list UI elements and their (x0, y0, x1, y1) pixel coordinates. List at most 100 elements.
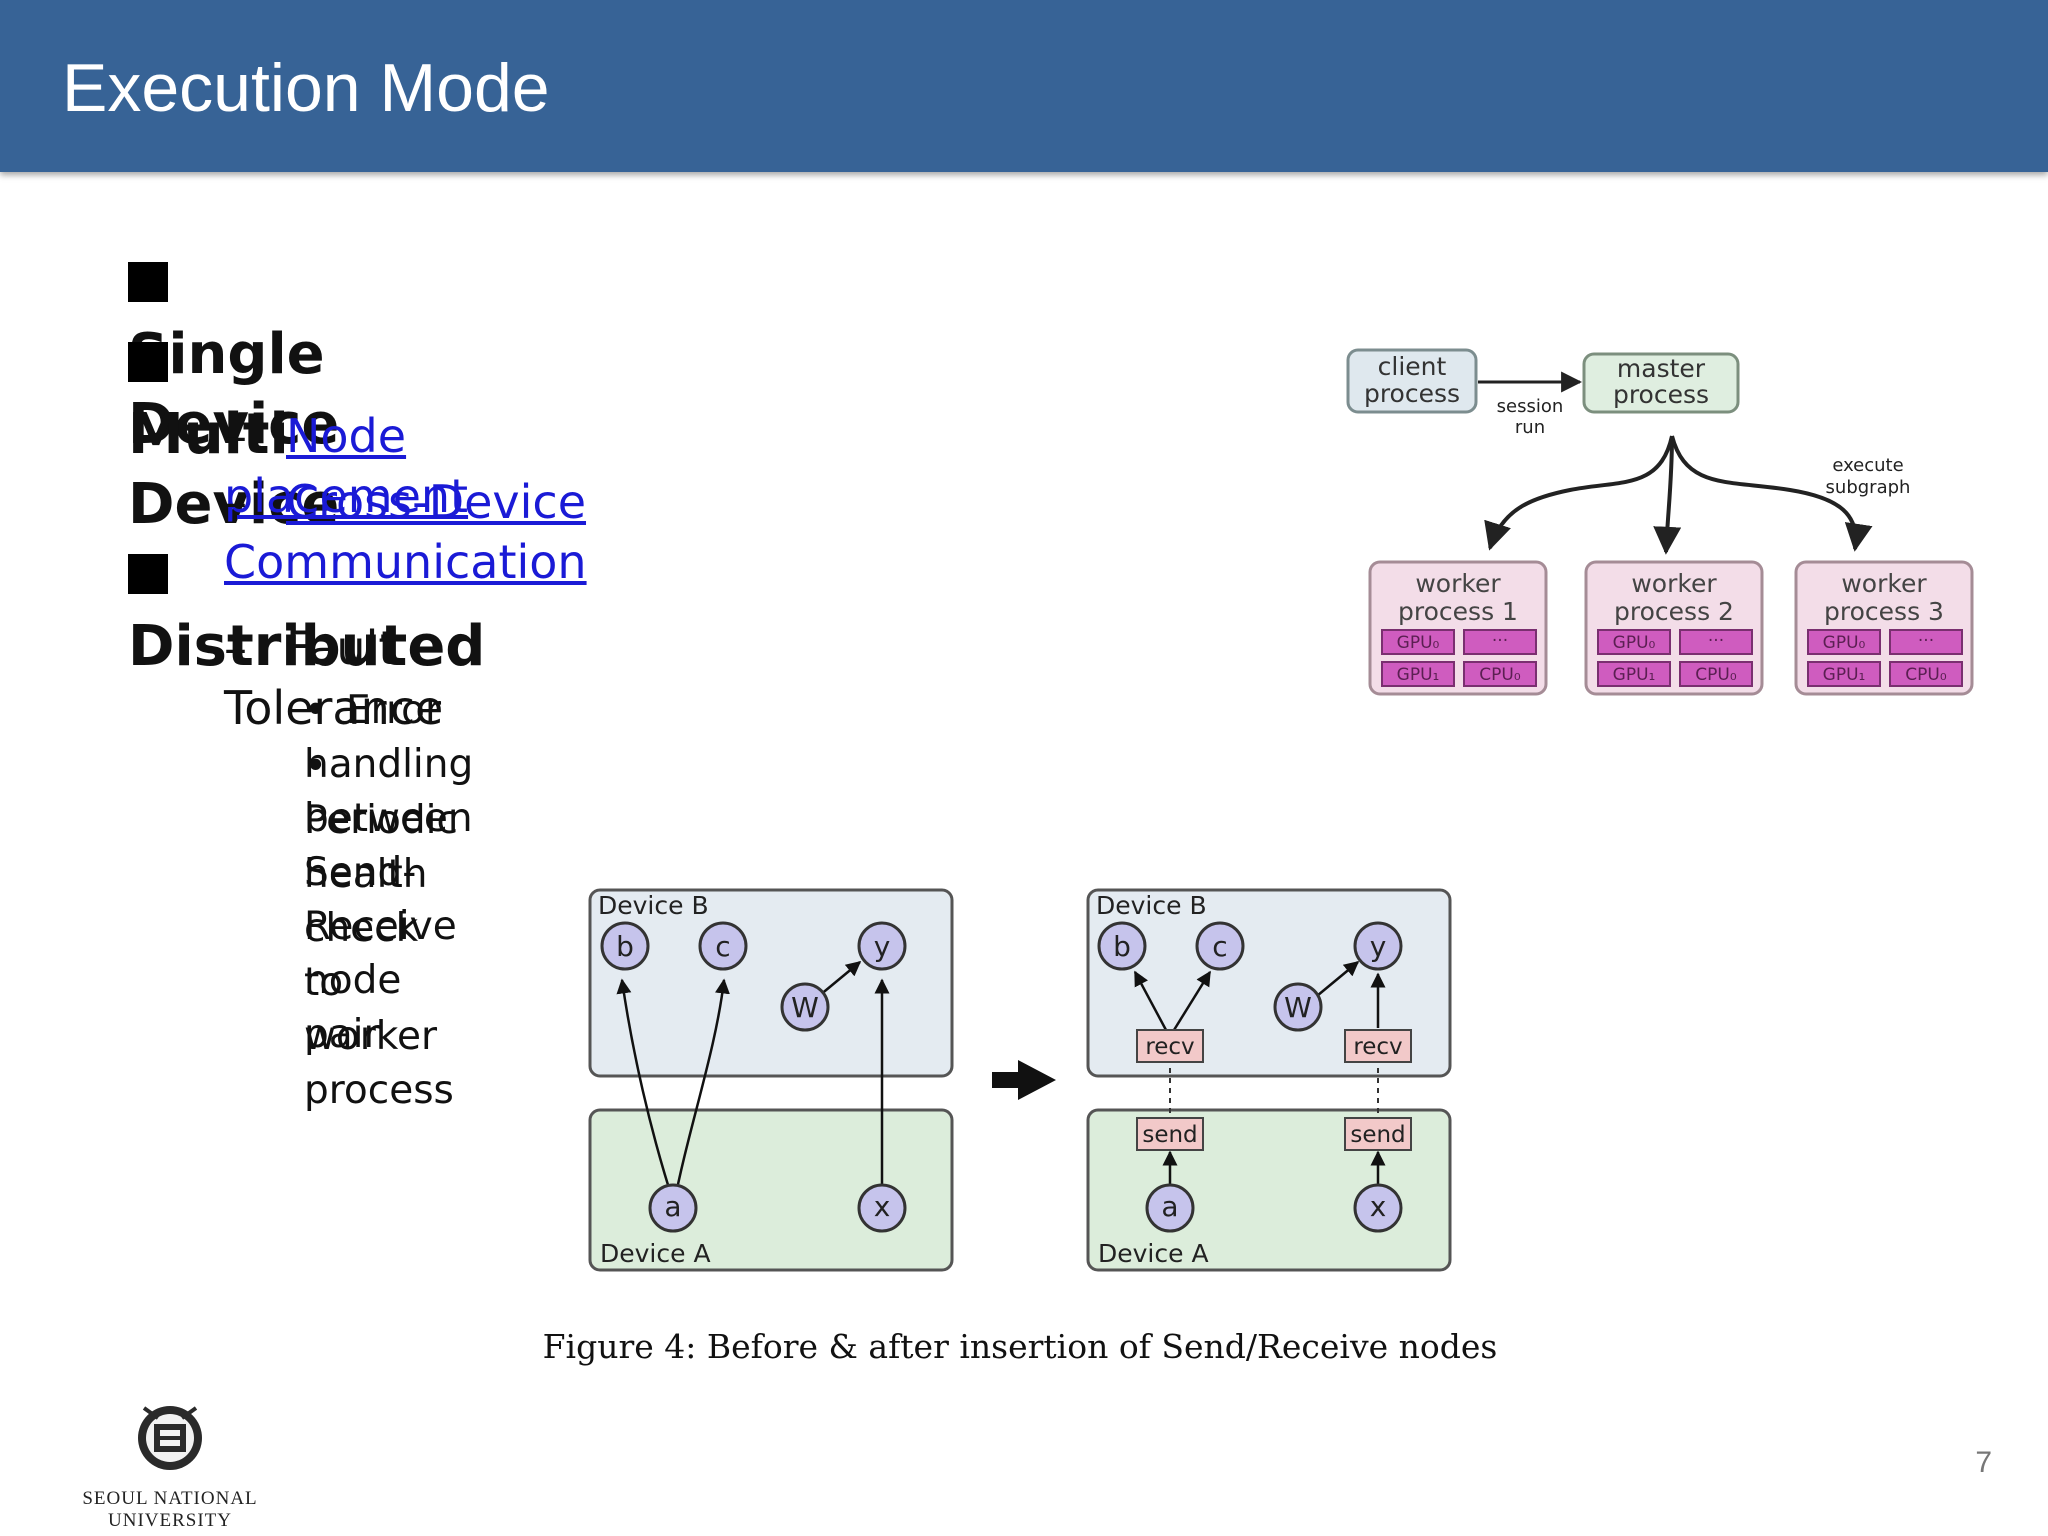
worker-2-cpu: CPU₀ (1695, 665, 1737, 685)
worker-2-label-2: process 2 (1614, 597, 1734, 626)
node-y-after (1353, 921, 1403, 971)
figure-4-diagram: Device B Device A b c y W a x Device B D… (543, 888, 1497, 1366)
worker-3-gpu0: GPU₀ (1823, 633, 1866, 653)
master-label-2: process (1613, 380, 1709, 409)
edge-recv-c (1172, 970, 1212, 1031)
recv-node-2-label: recv (1353, 1034, 1402, 1060)
master-label-1: master (1617, 354, 1706, 383)
worker-process-3: worker process 3 GPU₀ ··· GPU₁ CPU₀ (1794, 560, 1974, 696)
worker-2-dots: ··· (1708, 631, 1724, 651)
sub-bullet-cross-device: –Cross-Device Communication (224, 472, 587, 592)
university-emblem-icon (138, 1406, 202, 1470)
worker-1-gpu0: GPU₀ (1397, 633, 1440, 653)
sub-sub-bullet-health-check: • Periodic health check to worker process (304, 740, 458, 1118)
worker-3-label-1: worker (1841, 569, 1927, 598)
node-c-after-label: c (1212, 930, 1227, 963)
node-c-after (1195, 921, 1245, 971)
node-a (648, 1183, 698, 1233)
edge-a-c (672, 978, 730, 1205)
node-b-label: b (616, 930, 634, 963)
dot-bullet: • (304, 744, 328, 789)
node-x (857, 1183, 907, 1233)
worker-3-dots: ··· (1918, 631, 1934, 651)
arrow-to-worker-3 (1670, 435, 1873, 552)
node-w-after (1273, 982, 1323, 1032)
worker-3-cpu: CPU₀ (1905, 665, 1947, 685)
bullet-multi-device: Multi Device (128, 330, 339, 540)
arrow-to-worker-1 (1484, 435, 1674, 551)
send-node-1-label: send (1142, 1122, 1197, 1148)
dot-bullet: • (304, 688, 328, 733)
node-a-after (1145, 1183, 1195, 1233)
square-bullet-icon (128, 341, 168, 382)
cross-device-link[interactable]: Cross-Device Communication (224, 475, 587, 589)
node-b-after (1097, 921, 1147, 971)
node-b-after-label: b (1113, 930, 1131, 963)
edge-a-b (616, 978, 676, 1205)
execute-label-1: execute (1832, 455, 1903, 476)
execute-label-2: subgraph (1826, 477, 1911, 498)
node-w-after-label: W (1284, 991, 1312, 1024)
process-diagram: client process master process session ru… (1346, 348, 1974, 696)
worker-1-label-1: worker (1415, 569, 1501, 598)
send-node-2 (1344, 1117, 1412, 1151)
dash-bullet: – (224, 409, 247, 463)
device-b-label: Device B (598, 891, 709, 920)
node-x-after-label: x (1370, 1190, 1387, 1223)
worker-1-cpu: CPU₀ (1479, 665, 1521, 685)
worker-2-gpu1: GPU₁ (1613, 665, 1656, 685)
recv-node-1-label: recv (1145, 1034, 1194, 1060)
node-c-label: c (715, 930, 730, 963)
node-y (857, 921, 907, 971)
transition-arrow-icon (992, 1060, 1056, 1100)
slide-header: Execution Mode (0, 0, 2048, 172)
bullet-text: Distributed (128, 614, 486, 679)
send-node-2-label: send (1350, 1122, 1405, 1148)
node-x-label: x (874, 1190, 891, 1223)
client-process-box (1346, 348, 1478, 414)
send-node-1 (1136, 1117, 1204, 1151)
bullet-distributed: Distributed (128, 542, 485, 682)
worker-1-gpu1: GPU₁ (1397, 665, 1440, 685)
node-x-after (1353, 1183, 1403, 1233)
bullet-text: Multi Device (128, 402, 340, 537)
after-panel: Device B Device A b c y W a x recv recv … (1086, 888, 1452, 1272)
page-number: 7 (1975, 1446, 1992, 1479)
node-y-label: y (874, 930, 891, 963)
bullet-text: Error handling between Send-Receive node… (304, 688, 474, 1057)
slide-title: Execution Mode (62, 50, 550, 126)
before-panel: Device B Device A b c y W a x (588, 888, 954, 1272)
device-b-label-after: Device B (1096, 891, 1207, 920)
worker-2-gpu0: GPU₀ (1613, 633, 1656, 653)
worker-process-2: worker process 2 GPU₀ ··· GPU₁ CPU₀ (1584, 560, 1764, 696)
client-label-1: client (1378, 352, 1447, 381)
sub-bullet-fault-tolerance: –Fault Tolerance (224, 618, 443, 738)
worker-3-gpu1: GPU₁ (1823, 665, 1866, 685)
node-w-label: W (791, 991, 819, 1024)
node-y-after-label: y (1370, 930, 1387, 963)
arrow-to-worker-2 (1653, 435, 1682, 555)
bullet-text: Fault Tolerance (224, 621, 444, 735)
node-c (698, 921, 748, 971)
node-placement-link[interactable]: Node placement (224, 409, 469, 523)
bullet-text: Periodic health check to worker process (304, 798, 458, 1113)
node-a-label: a (664, 1190, 681, 1223)
worker-1-label-2: process 1 (1398, 597, 1518, 626)
edge-recv-b (1133, 970, 1168, 1031)
bullet-text: Single Device (128, 322, 340, 457)
client-label-2: process (1364, 379, 1460, 408)
sub-sub-bullet-error-handling: •Error handling between Send-Receive nod… (304, 684, 473, 1062)
recv-node-1 (1136, 1029, 1204, 1063)
worker-1-dots: ··· (1492, 631, 1508, 651)
worker-2-label-1: worker (1631, 569, 1717, 598)
node-w (780, 982, 830, 1032)
node-b (600, 921, 650, 971)
device-a-label-after: Device A (1098, 1239, 1209, 1268)
worker-3-label-2: process 3 (1824, 597, 1944, 626)
device-a-label: Device A (600, 1239, 711, 1268)
square-bullet-icon (128, 261, 168, 302)
square-bullet-icon (128, 553, 168, 594)
master-process-box (1582, 352, 1740, 414)
university-name: SEOUL NATIONAL UNIVERSITY (82, 1488, 258, 1531)
figure-caption: Figure 4: Before & after insertion of Se… (543, 1327, 1498, 1366)
